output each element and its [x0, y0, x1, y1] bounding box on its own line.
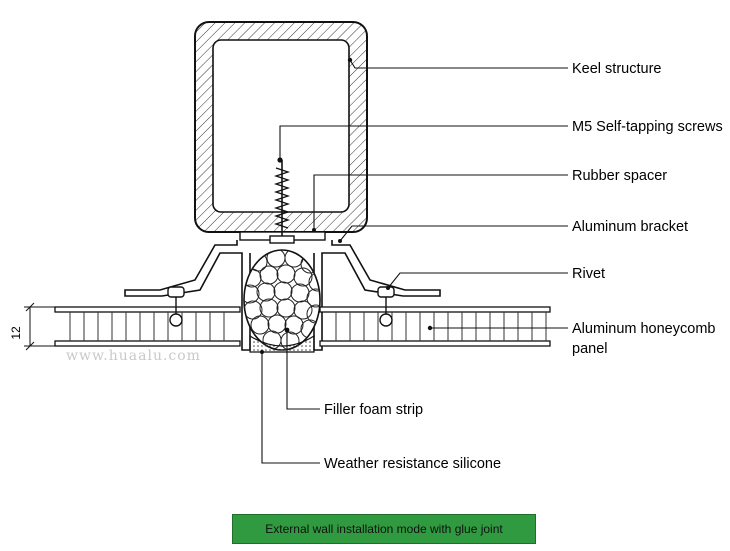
thickness-label: 12	[9, 326, 23, 340]
leader-dots	[260, 57, 433, 354]
watermark: www.huaalu.com	[66, 348, 201, 364]
caption-banner: External wall installation mode with glu…	[232, 514, 536, 544]
self-tapping-screw	[269, 160, 295, 244]
label-rubber-spacer: Rubber spacer	[572, 168, 667, 184]
label-rivet: Rivet	[572, 266, 605, 282]
weather-resistance-silicone	[249, 334, 315, 353]
label-honeycomb-panel-line2: panel	[572, 341, 607, 357]
aluminum-honeycomb-panel	[54, 306, 551, 347]
label-aluminum-bracket: Aluminum bracket	[572, 219, 688, 235]
label-keel-structure: Keel structure	[572, 61, 661, 77]
caption-text: External wall installation mode with glu…	[265, 522, 503, 536]
thickness-dimension	[24, 302, 55, 351]
label-honeycomb-panel-line1: Aluminum honeycomb	[572, 321, 715, 337]
leader-lines	[261, 59, 568, 464]
aluminum-bracket	[124, 240, 441, 351]
label-self-tapping-screws: M5 Self-tapping screws	[572, 119, 723, 135]
label-filler-foam-strip: Filler foam strip	[324, 402, 423, 418]
rivet	[167, 286, 395, 327]
label-weather-resistance-silicone: Weather resistance silicone	[324, 456, 501, 472]
keel-structure	[194, 21, 368, 233]
